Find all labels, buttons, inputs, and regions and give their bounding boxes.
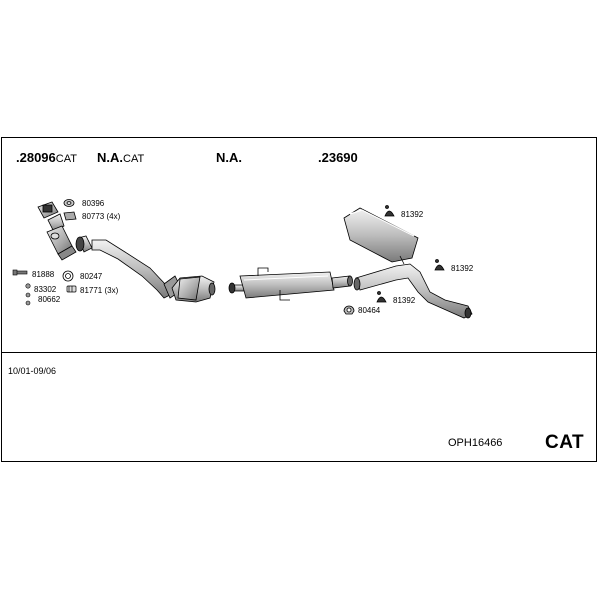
bolt-icon xyxy=(12,269,28,276)
header-part-catalyst-mid: N.A.CAT xyxy=(97,150,144,165)
rubber-hanger-icon xyxy=(376,205,445,303)
front-pipe xyxy=(75,235,183,299)
nut-icon xyxy=(25,283,31,306)
spring-icon xyxy=(66,285,77,293)
header-part-suffix: CAT xyxy=(123,153,145,165)
gasket-icon xyxy=(63,211,77,221)
manifold-catalyst xyxy=(37,201,77,261)
part-label: 81392 xyxy=(451,264,474,273)
diagram-divider xyxy=(1,352,597,353)
rear-silencer xyxy=(343,207,473,319)
diagram-code: OPH16466 xyxy=(448,437,503,449)
main-catalyst xyxy=(171,275,216,303)
part-label: 81392 xyxy=(401,210,424,219)
clamp-ring-icon xyxy=(343,305,355,315)
part-label: 80247 xyxy=(80,272,103,281)
part-label: 80396 xyxy=(82,199,105,208)
part-label: 81888 xyxy=(32,270,55,279)
diagram-frame xyxy=(1,137,597,462)
part-label: 80464 xyxy=(358,306,381,315)
part-label: 80662 xyxy=(38,295,61,304)
header-part-number: N.A. xyxy=(97,150,123,165)
clamp-icon xyxy=(63,199,75,207)
header-part-suffix: CAT xyxy=(55,153,77,165)
part-label: 80773 (4x) xyxy=(82,212,121,221)
system-type: CAT xyxy=(545,432,585,453)
part-label: 81771 (3x) xyxy=(80,286,119,295)
part-label: 83302 xyxy=(34,285,57,294)
date-range: 10/01-09/06 xyxy=(8,366,57,376)
header-part-number: .28096 xyxy=(16,150,56,165)
header-part-catalyst-front: .28096CAT xyxy=(16,150,77,165)
ring-icon xyxy=(62,270,74,282)
part-label: 81392 xyxy=(393,296,416,305)
header-part-middle-silencer: N.A. xyxy=(216,150,242,165)
middle-silencer xyxy=(228,267,353,301)
header-part-rear-silencer: .23690 xyxy=(318,150,358,165)
